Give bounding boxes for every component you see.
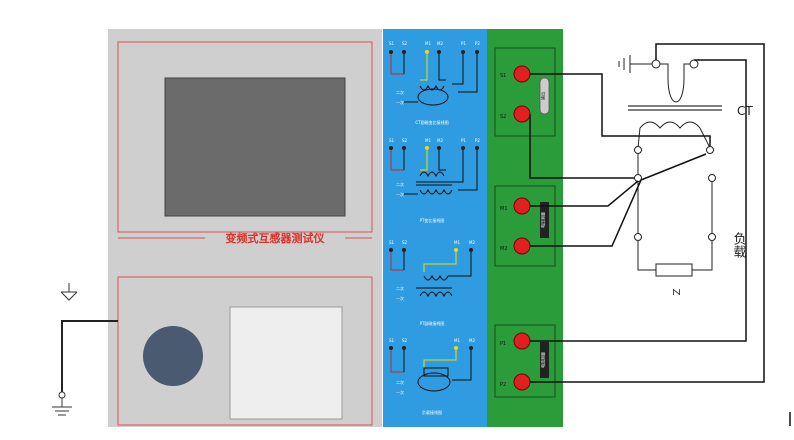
guide-caption-2: PT变比接线图 <box>420 217 445 223</box>
svg-text:S2: S2 <box>402 41 408 46</box>
svg-text:二次: 二次 <box>396 285 404 291</box>
svg-text:M1: M1 <box>500 206 508 212</box>
instrument-title: 变频式互感器测试仪 <box>226 231 326 245</box>
voltage-label-plate <box>540 202 549 238</box>
ground-wire <box>61 320 118 393</box>
wire-m1 <box>530 180 639 207</box>
secondary-winding <box>639 121 701 129</box>
guide-section-ct-excitation: S1 S2 M1 M2 P1 P2 二次 一次 CT励磁变比接线图 <box>389 41 480 125</box>
svg-text:S1: S1 <box>389 138 395 143</box>
secondary-lead-left <box>637 127 641 149</box>
svg-text:S1: S1 <box>500 73 506 79</box>
load-terminal-4 <box>708 233 716 241</box>
load-wire-left <box>637 241 656 271</box>
secondary-terminal-2 <box>706 146 714 154</box>
current-group <box>494 324 556 398</box>
svg-text:P2: P2 <box>475 138 480 143</box>
guide-section-pt-ratio: S1 S2 M1 M2 P1 P2 二次 一次 PT变比接线图 <box>389 138 480 223</box>
guide-section-load: S1 S2 M1 M2 二次 一次 负载接线图 <box>389 338 475 415</box>
impedance-z <box>655 263 693 277</box>
wire-p1 <box>530 59 747 342</box>
svg-text:一次: 一次 <box>396 99 404 105</box>
output-group <box>494 47 556 137</box>
svg-text:S2: S2 <box>402 338 408 343</box>
voltage-group <box>494 185 556 267</box>
load-wire-right <box>692 241 713 271</box>
svg-text:M1: M1 <box>425 138 431 143</box>
ground-terminal <box>58 391 66 399</box>
primary-terminal-left <box>651 59 661 69</box>
primary-winding <box>667 77 685 103</box>
svg-text:一次: 一次 <box>396 191 404 197</box>
svg-text:二次: 二次 <box>396 181 404 187</box>
top-ground-symbol <box>618 55 652 73</box>
control-panel-outline <box>117 276 373 426</box>
ground-symbol-top <box>60 283 78 301</box>
svg-text:S1: S1 <box>389 240 395 245</box>
guide-caption-1: CT励磁变比接线图 <box>415 119 448 125</box>
primary-lead-left <box>660 63 669 78</box>
svg-text:M2: M2 <box>469 338 475 343</box>
svg-text:P1: P1 <box>461 41 466 46</box>
terminal-s1[interactable]: S1 <box>500 65 531 83</box>
load-terminal-2 <box>708 174 716 182</box>
svg-text:二次: 二次 <box>396 89 404 95</box>
current-group-label: 电流测量 <box>540 352 546 368</box>
screen-bezel <box>117 41 373 233</box>
primary-terminal-right <box>689 59 699 69</box>
z-label: Z <box>670 289 681 296</box>
secondary-terminal-1 <box>634 146 642 154</box>
voltage-group-label: 电压测量 <box>540 212 546 228</box>
instrument-screen <box>164 77 346 217</box>
svg-text:S1: S1 <box>389 338 395 343</box>
svg-text:M1: M1 <box>454 240 460 245</box>
guide-section-pt-excitation: S1 S2 M1 M2 二次 一次 PT励磁接线图 <box>389 240 475 326</box>
svg-text:S1: S1 <box>389 41 395 46</box>
svg-text:一次: 一次 <box>396 389 404 395</box>
ground-symbol-bottom <box>52 398 72 416</box>
current-label-plate <box>540 342 549 378</box>
output-group-label: 输出 <box>540 92 546 100</box>
printer-panel <box>229 306 343 420</box>
guide-caption-4: 负载接线图 <box>422 409 442 415</box>
terminal-m1[interactable]: M1 <box>500 197 531 215</box>
svg-text:P2: P2 <box>500 382 506 388</box>
svg-text:S2: S2 <box>402 240 408 245</box>
svg-text:一次: 一次 <box>396 295 404 301</box>
svg-text:S2: S2 <box>402 138 408 143</box>
svg-text:P2: P2 <box>475 41 480 46</box>
wire-s2 <box>529 114 634 179</box>
wire-s1 <box>530 73 711 146</box>
secondary-lead-right <box>699 127 711 149</box>
terminal-board <box>487 29 563 427</box>
primary-lead-right <box>683 63 690 78</box>
guide-caption-3: PT励磁接线图 <box>420 320 445 326</box>
svg-text:M2: M2 <box>500 246 508 252</box>
load-terminal-3 <box>634 233 642 241</box>
rotary-knob[interactable] <box>143 326 203 386</box>
wire-m2 <box>530 153 707 247</box>
output-label-plate <box>539 77 550 115</box>
wiring-guide-panel <box>383 29 487 427</box>
ct-label: CT <box>737 104 753 118</box>
load-label: 负载 <box>731 232 747 259</box>
svg-text:M2: M2 <box>437 41 443 46</box>
svg-text:P1: P1 <box>461 138 466 143</box>
svg-text:M1: M1 <box>454 338 460 343</box>
svg-text:P1: P1 <box>500 341 506 347</box>
svg-text:M2: M2 <box>469 240 475 245</box>
wire-p2 <box>530 43 765 383</box>
svg-text:M2: M2 <box>437 138 443 143</box>
svg-text:S2: S2 <box>500 114 506 120</box>
svg-text:二次: 二次 <box>396 379 404 385</box>
svg-text:M1: M1 <box>425 41 431 46</box>
